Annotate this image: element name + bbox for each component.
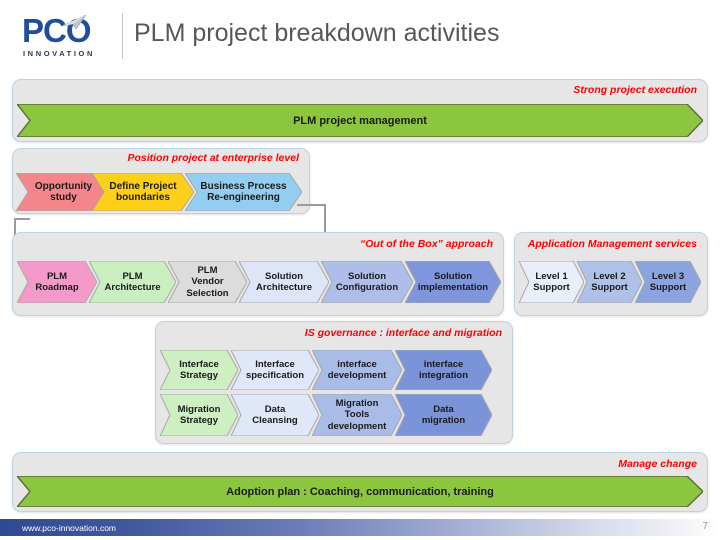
step-interface-specification[interactable]: Interface specification: [231, 350, 319, 390]
panel-label-out-of-the-box: “Out of the Box” approach: [359, 238, 493, 250]
step-data-cleansing[interactable]: Data Cleansing: [231, 394, 319, 436]
step-plm-roadmap[interactable]: PLM Roadmap: [17, 261, 97, 303]
pco-innovation-logo: PCO INNOVATION: [22, 14, 114, 60]
step-interface-development[interactable]: interface development: [312, 350, 402, 390]
step-plm-architecture[interactable]: PLM Architecture: [89, 261, 176, 303]
step-interface-integration[interactable]: interface integration: [395, 350, 492, 390]
footer-url[interactable]: www.pco-innovation.com: [22, 523, 117, 533]
step-solution-configuration[interactable]: Solution Configuration: [321, 261, 413, 303]
step-interface-strategy[interactable]: Interface Strategy: [160, 350, 238, 390]
footer-page-number: 7: [702, 521, 708, 532]
logo-tagline: INNOVATION: [23, 49, 95, 58]
page-title: PLM project breakdown activities: [134, 19, 500, 47]
footer-bar: [0, 519, 720, 536]
step-level-1-support[interactable]: Level 1 Support: [519, 261, 584, 303]
step-level-2-support[interactable]: Level 2 Support: [577, 261, 642, 303]
step-level-3-support[interactable]: Level 3 Support: [635, 261, 701, 303]
step-solution-architecture[interactable]: Solution Architecture: [239, 261, 329, 303]
step-plm-vendor-selection[interactable]: PLM Vendor Selection: [168, 261, 247, 303]
step-business-process-re-engineering[interactable]: Business Process Re-engineering: [185, 173, 302, 211]
step-migration-tools-development[interactable]: Migration Tools development: [312, 394, 402, 436]
banner-plm-project-management[interactable]: PLM project management: [17, 104, 703, 137]
panel-label-application-management: Application Management services: [527, 238, 697, 250]
step-define-project-boundaries[interactable]: Define Project boundaries: [92, 173, 194, 211]
panel-label-manage-change: Manage change: [618, 458, 697, 470]
panel-label-strong-project-execution: Strong project execution: [573, 84, 697, 96]
header-divider: [122, 13, 123, 59]
panel-label-is-governance: IS governance : interface and migration: [304, 327, 502, 339]
connector-line-horizontal-top: [297, 204, 326, 206]
panel-label-enterprise-level: Position project at enterprise level: [127, 152, 299, 164]
banner-label-plm-project-management: PLM project management: [293, 114, 427, 127]
paper-plane-icon: [62, 15, 87, 30]
banner-label-adoption-plan: Adoption plan : Coaching, communication,…: [226, 485, 494, 498]
connector-line-stub: [14, 218, 30, 220]
banner-adoption-plan[interactable]: Adoption plan : Coaching, communication,…: [17, 476, 703, 507]
step-solution-implementation[interactable]: Solution implementation: [405, 261, 501, 303]
slide-header: PCO INNOVATION PLM project breakdown act…: [0, 0, 720, 70]
step-migration-strategy[interactable]: Migration Strategy: [160, 394, 238, 436]
step-data-migration[interactable]: Data migration: [395, 394, 492, 436]
